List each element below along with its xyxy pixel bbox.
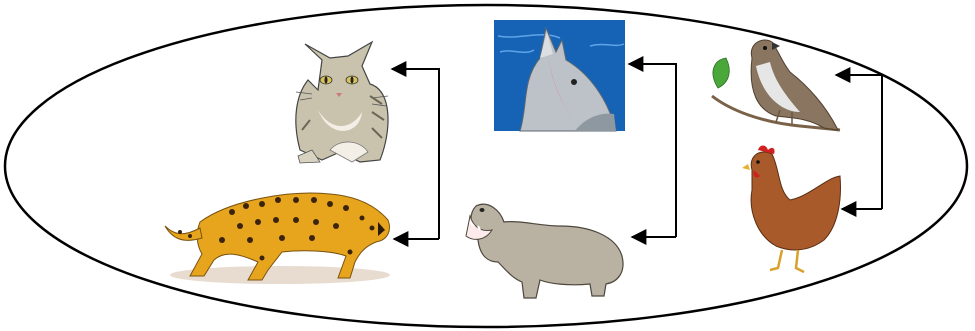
- leopard-icon: [164, 192, 390, 284]
- arrow-to-sparrow: [834, 67, 883, 209]
- arrow-bracket-felines: [390, 61, 440, 247]
- arrow-bracket-mammals: [627, 56, 677, 245]
- hippo-icon: [465, 203, 624, 299]
- sparrow-icon: [711, 39, 841, 132]
- arrow-to-dolphin: [627, 56, 677, 237]
- enclosing-ellipse: [3, 3, 969, 329]
- arrow-bracket-birds: [834, 67, 883, 217]
- dolphin-icon: [494, 20, 625, 132]
- cat-icon: [295, 40, 389, 164]
- hen-icon: [742, 145, 841, 274]
- arrow-to-cat: [390, 61, 440, 239]
